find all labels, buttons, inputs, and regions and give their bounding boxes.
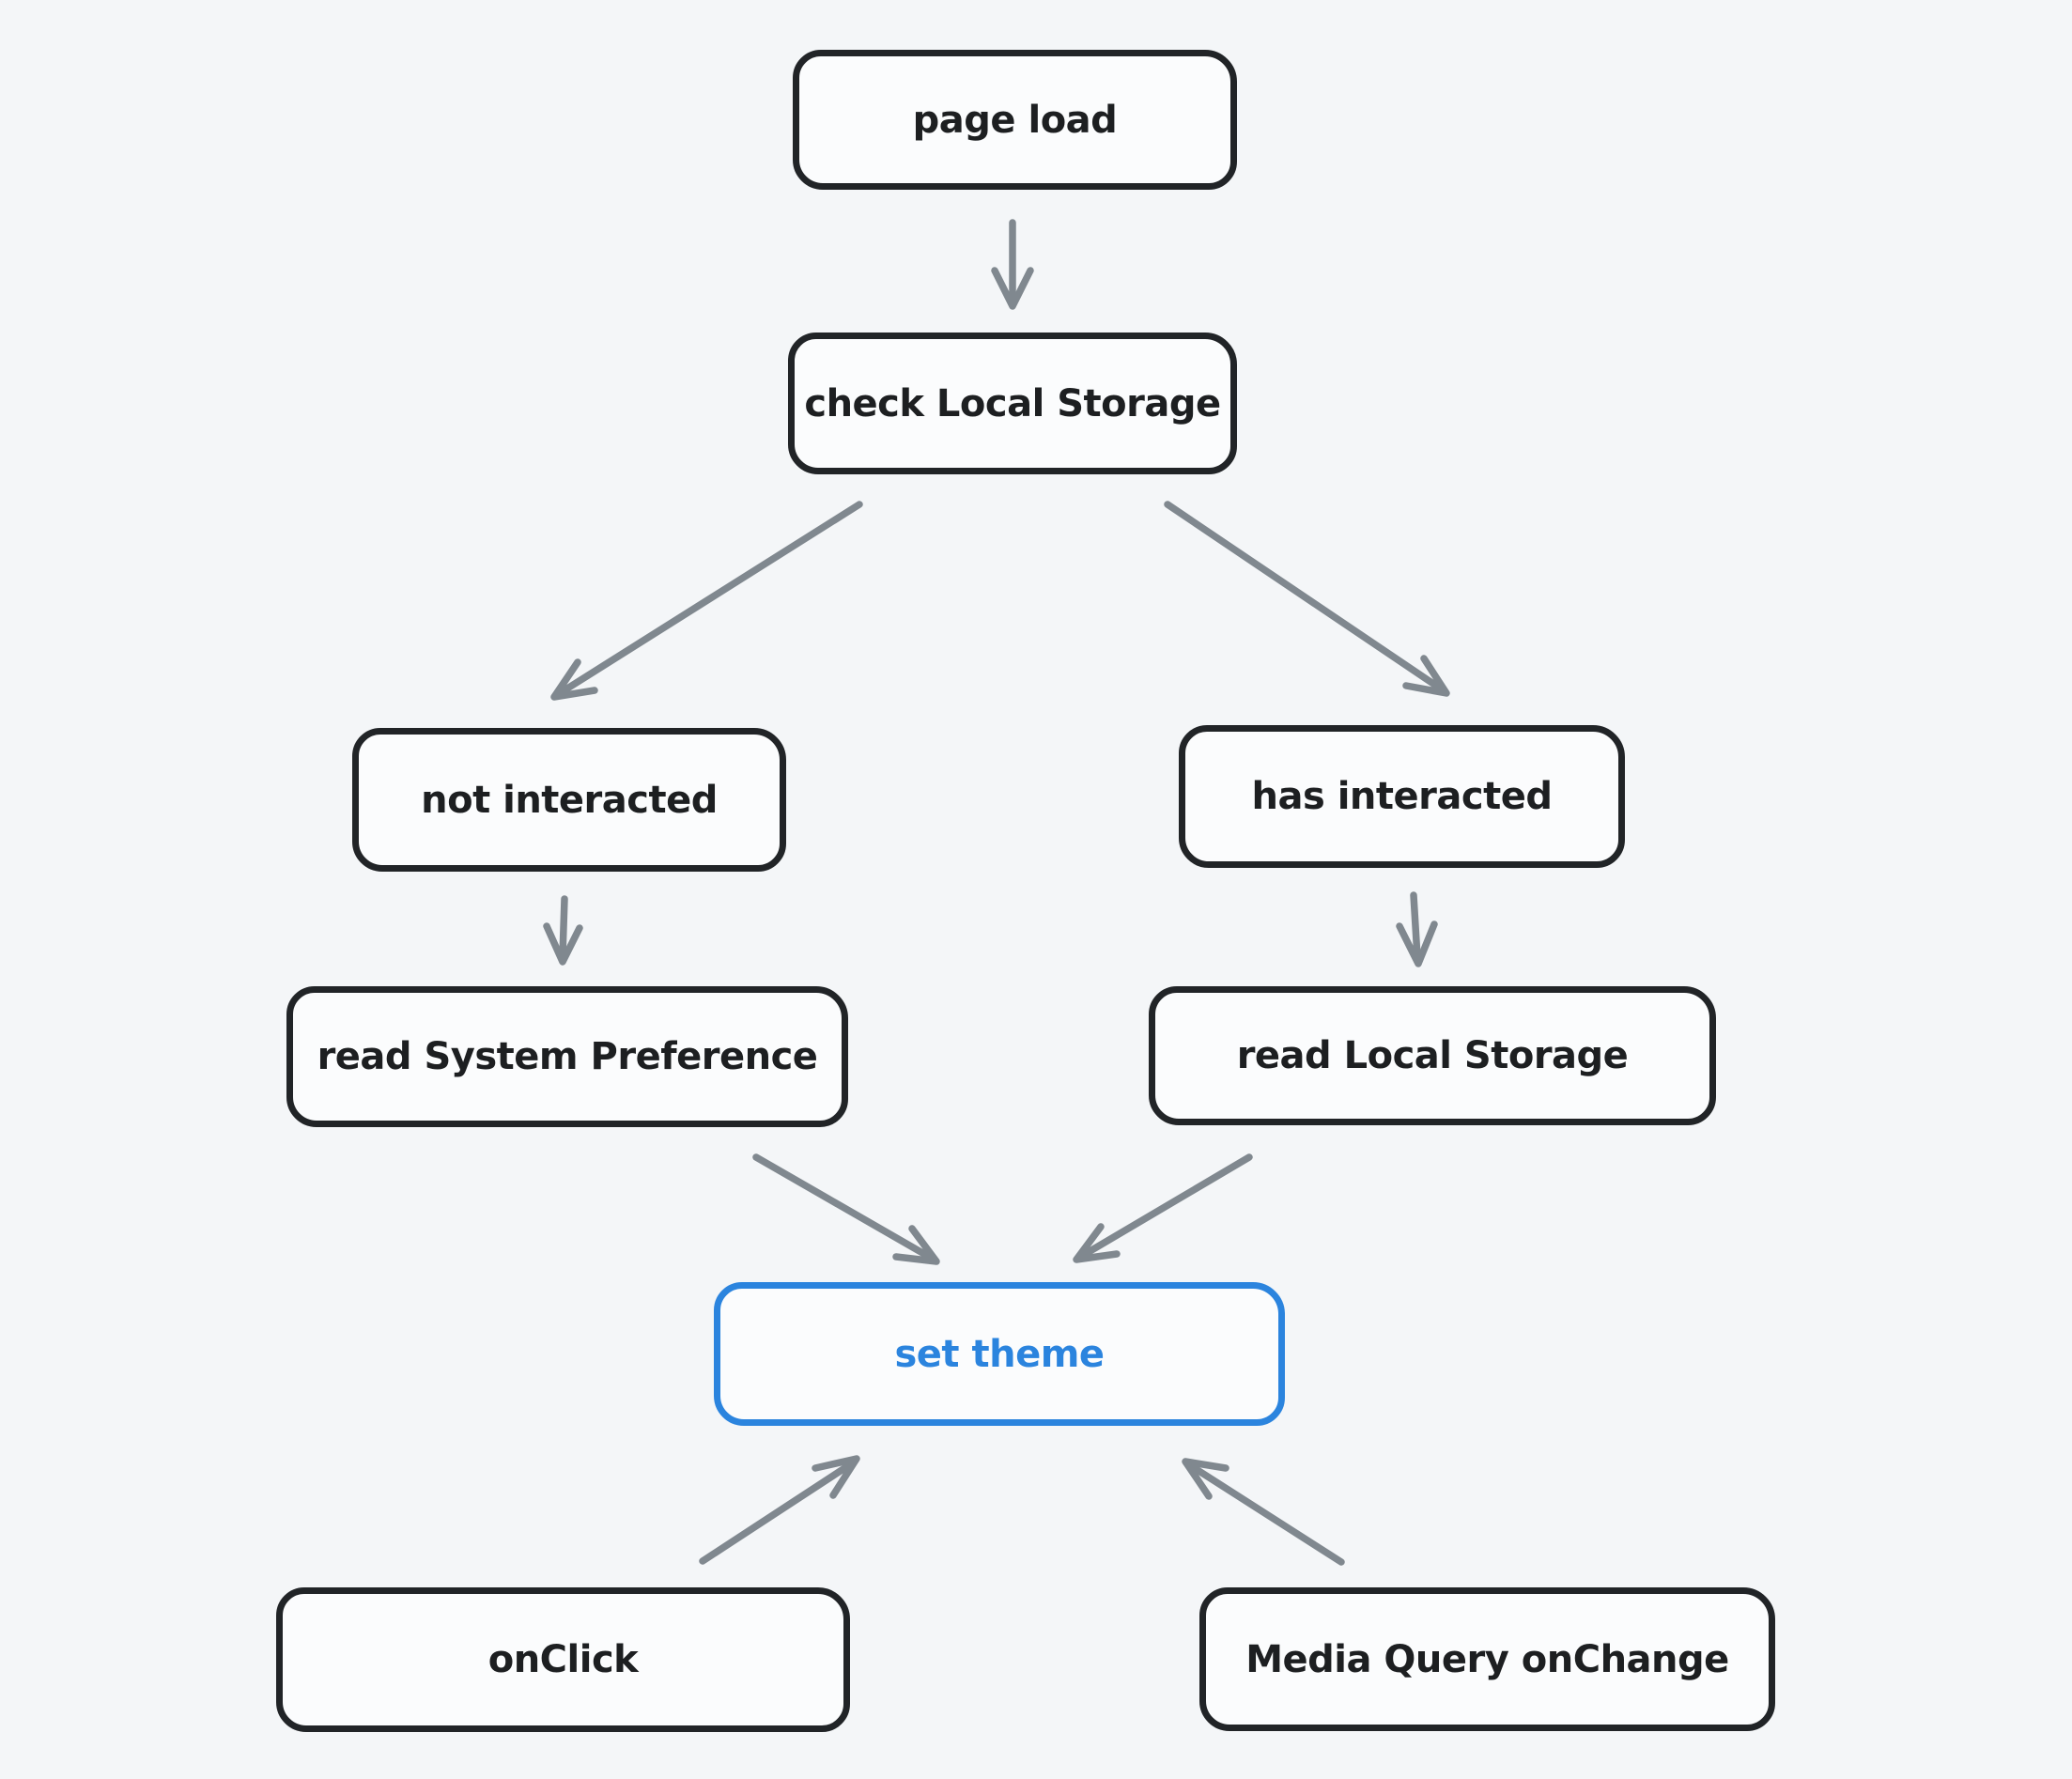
edge-shaft [559,895,568,960]
node-not-interacted: not interacted [352,728,786,872]
node-set-theme: set theme [714,1282,1285,1426]
edge-shaft [556,501,863,697]
edge-onclick-to-set-theme [699,1455,860,1565]
edge-arrowhead [991,267,1034,310]
edge-arrowhead [1396,920,1438,967]
edge-shaft [1410,891,1421,961]
edge-arrowhead [892,1225,940,1265]
edge-arrowhead [1182,1458,1229,1500]
node-label: set theme [894,1332,1105,1376]
edge-read-local-storage-to-set-theme [1073,1153,1253,1263]
edge-arrowhead [550,658,598,701]
node-label: onClick [487,1638,639,1681]
edge-check-local-storage-to-has-interacted [1164,501,1450,697]
node-label: check Local Storage [804,381,1221,425]
edge-shaft [1078,1153,1253,1260]
node-label: not interacted [421,778,718,822]
node-media-query-onchange: Media Query onChange [1199,1587,1775,1731]
node-label: Media Query onChange [1245,1637,1729,1681]
node-label: has interacted [1251,775,1553,818]
edge-media-query-onchange-to-set-theme [1182,1458,1345,1566]
edge-shaft [1186,1462,1345,1566]
node-onclick: onClick [276,1587,850,1732]
node-check-local-storage: check Local Storage [788,333,1237,474]
node-has-interacted: has interacted [1179,725,1625,868]
edge-arrowhead [1073,1223,1121,1263]
node-read-system-preference: read System Preference [286,986,848,1127]
edge-arrowhead [812,1455,860,1499]
edge-check-local-storage-to-not-interacted [550,501,863,701]
node-read-local-storage: read Local Storage [1149,986,1716,1125]
edge-shaft [1164,501,1446,693]
node-label: page load [912,98,1118,142]
node-page-load: page load [793,50,1237,190]
node-label: read Local Storage [1236,1034,1629,1077]
edge-arrowhead [1402,655,1450,697]
edge-page-load-to-check-local-storage [991,219,1034,310]
edge-not-interacted-to-read-system-preference [543,895,583,966]
edge-shaft [752,1153,935,1261]
edge-read-system-preference-to-set-theme [752,1153,940,1265]
edge-arrowhead [543,922,583,966]
node-label: read System Preference [317,1035,818,1078]
edge-shaft [699,1460,856,1565]
edge-has-interacted-to-read-local-storage [1396,891,1438,967]
